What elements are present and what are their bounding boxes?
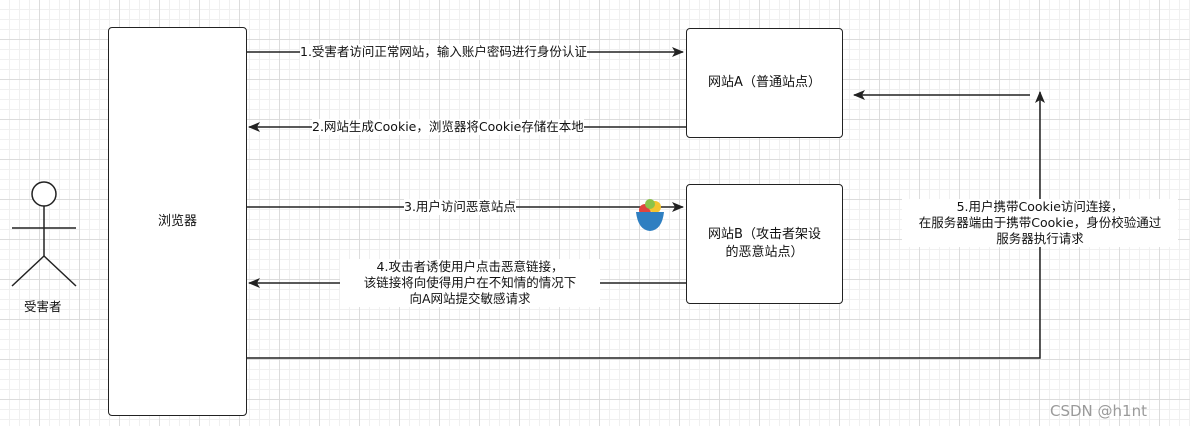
bowl-icon — [636, 199, 664, 231]
step3-label: 3.用户访问恶意站点 — [404, 199, 516, 215]
step4-label: 4.攻击者诱使用户点击恶意链接， 该链接将向使得用户在不知情的情况下 向A网站提… — [340, 259, 600, 307]
arrow-step5-path — [247, 91, 1045, 359]
browser-label: 浏览器 — [157, 213, 197, 229]
step4-line3: 向A网站提交敏感请求 — [409, 291, 531, 306]
site-b-label-line2: 的恶意站点） — [725, 245, 804, 260]
victim-label: 受害者 — [24, 299, 62, 314]
site-b-label-line1: 网站B（攻击者架设 — [708, 227, 821, 242]
site-b-box: 网站B（攻击者架设 的恶意站点） — [686, 184, 843, 304]
step5-line2: 在服务器端由于携带Cookie，身份校验通过 — [918, 215, 1162, 230]
site-a-label: 网站A（普通站点） — [708, 75, 821, 90]
victim-actor-icon — [11, 181, 77, 287]
step4-line2: 该链接将向使得用户在不知情的情况下 — [363, 275, 577, 290]
step5-line3: 服务器执行请求 — [996, 231, 1084, 246]
watermark: CSDN @h1nt — [1050, 402, 1147, 420]
step1-label: 1.受害者访问正常网站，输入账户密码进行身份认证 — [300, 44, 587, 60]
step5-label: 5.用户携带Cookie访问连接， 在服务器端由于携带Cookie，身份校验通过… — [902, 199, 1178, 247]
site-a-box: 网站A（普通站点） — [686, 28, 843, 138]
step2-label: 2.网站生成Cookie，浏览器将Cookie存储在本地 — [312, 119, 584, 135]
step4-line1: 4.攻击者诱使用户点击恶意链接， — [376, 259, 564, 274]
browser-box: 浏览器 — [108, 27, 247, 416]
step5-line1: 5.用户携带Cookie访问连接， — [956, 199, 1124, 214]
